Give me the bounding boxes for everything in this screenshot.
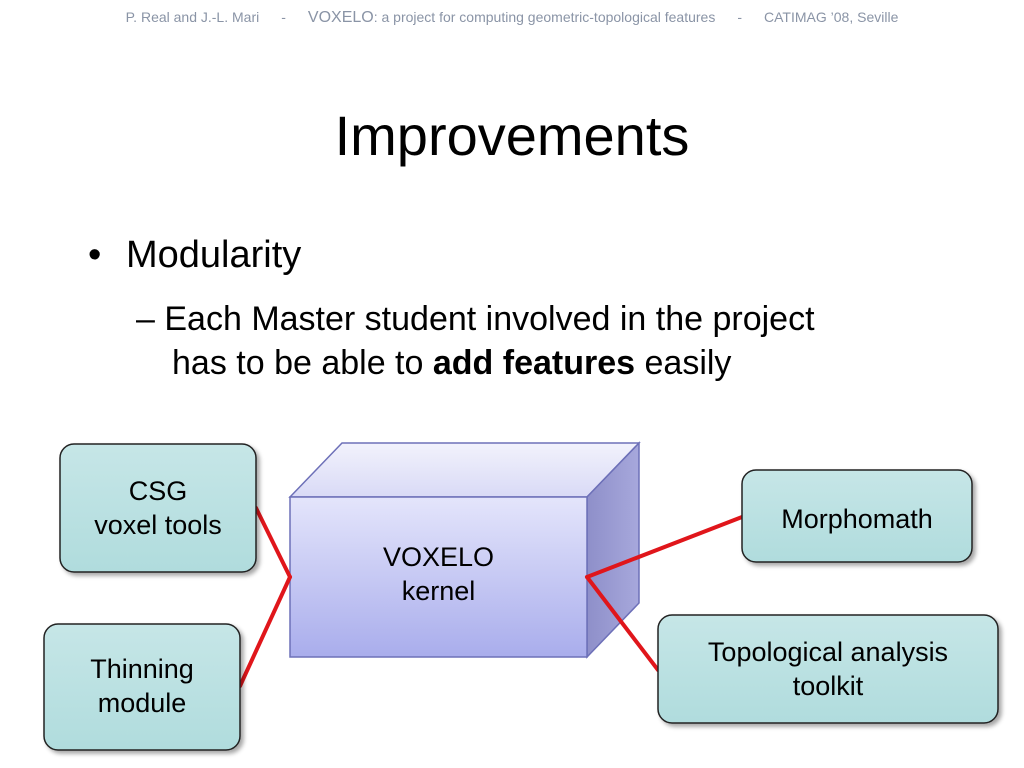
connector-morphomath <box>585 515 744 579</box>
bullet-dot: • <box>88 234 102 276</box>
sub-bullet-line-2: has to be able to add features easily <box>136 341 815 385</box>
kernel-label-line-1: VOXELO <box>382 542 495 572</box>
csg-label-line-2: voxel tools <box>94 510 222 540</box>
csg-label-line-1: CSG <box>128 476 188 506</box>
csg-module-label: CSG voxel tools <box>60 474 256 542</box>
slide-title: Improvements <box>334 104 690 167</box>
header-separator: - <box>281 9 286 25</box>
slide-header: P. Real and J.-L. Mari - VOXELO: a project… <box>0 9 1024 27</box>
kernel-cube <box>288 441 641 659</box>
connector-thinning <box>238 575 292 688</box>
bullet-item: • Modularity <box>88 234 301 277</box>
header-subtitle: : a project for computing geometric-topo… <box>373 9 716 25</box>
sub-bullet: – Each Master student involved in the pr… <box>136 297 815 385</box>
thinning-label-line-1: Thinning <box>90 654 194 684</box>
csg-module-box <box>59 443 257 573</box>
kernel-cube-front <box>289 496 588 658</box>
thinning-label-line-2: module <box>97 688 187 718</box>
topology-label-line-1: Topological analysis <box>707 637 949 667</box>
header-authors: P. Real and J.-L. Mari <box>125 9 260 25</box>
topology-module-label: Topological analysis toolkit <box>658 635 998 703</box>
sub-bullet-text: Each Master student involved in the proj… <box>164 300 815 338</box>
connector-csg <box>254 506 292 579</box>
connector-topology <box>585 575 660 672</box>
sub-bullet-dash: – <box>136 300 155 338</box>
sub-bullet-line-1: – Each Master student involved in the pr… <box>136 297 815 341</box>
thinning-module-box <box>43 623 241 751</box>
kernel-label-line-2: kernel <box>401 576 476 606</box>
sub-bullet-emphasis: add features <box>432 344 636 382</box>
header-project-name: VOXELO <box>307 9 374 26</box>
header-separator: - <box>737 9 743 25</box>
header-venue: CATIMAG ’08, Seville <box>764 9 899 25</box>
topology-label-line-2: toolkit <box>792 671 864 701</box>
kernel-cube-top <box>288 442 641 498</box>
bullet-text: Modularity <box>126 234 302 276</box>
sub-bullet-text: has to be able to <box>172 344 433 382</box>
thinning-module-label: Thinning module <box>44 652 240 720</box>
sub-bullet-text: easily <box>635 344 732 382</box>
morphomath-module-label: Morphomath <box>781 504 933 534</box>
topology-module-box <box>657 614 999 724</box>
morphomath-module-box <box>741 469 973 563</box>
kernel-label: VOXELO kernel <box>290 540 587 608</box>
